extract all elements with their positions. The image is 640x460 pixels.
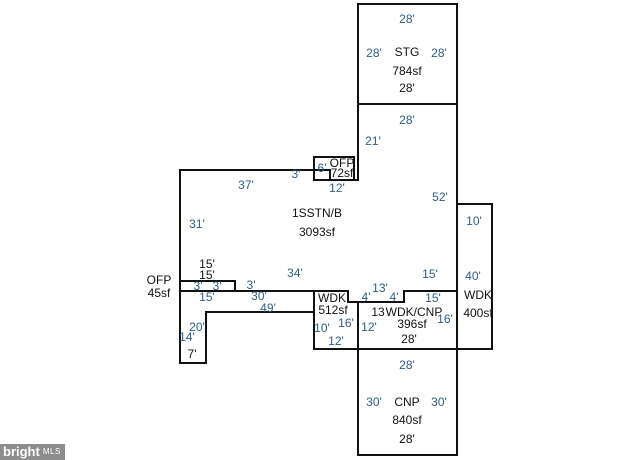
cnp-outline <box>357 348 458 456</box>
ofp-left-area: 45sf <box>148 286 171 300</box>
main-outline <box>179 103 458 303</box>
dim-3-a: 3' <box>194 279 203 293</box>
wdk-mid-area: 512sf <box>318 303 348 317</box>
dim-10-right: 10' <box>466 214 482 228</box>
cnp-right-dim: 30' <box>431 395 447 409</box>
dim-3-c: 3' <box>247 278 256 292</box>
dim-12-b: 12' <box>361 320 377 334</box>
main-top-dim: 28' <box>399 113 415 127</box>
main-area: 3093sf <box>299 225 336 239</box>
watermark-brand: bright <box>3 444 40 459</box>
brand-watermark: bright MLS <box>0 444 65 460</box>
stg-area: 784sf <box>392 64 422 78</box>
ofp-top-outline <box>313 156 355 181</box>
ofp-top-name: OFP <box>330 156 355 170</box>
stg-name: STG <box>395 45 420 59</box>
wdk-right-area: 400sf <box>463 306 493 320</box>
dim-30: 30' <box>251 289 267 303</box>
dim-14: 14' <box>179 330 195 344</box>
dim-16-b: 16' <box>437 312 453 326</box>
cnp-name: CNP <box>394 395 419 409</box>
dim-4-a: 4' <box>362 290 371 304</box>
cnp-top-dim: 28' <box>399 358 415 372</box>
stg-left-dim: 28' <box>366 46 382 60</box>
dim-15-e: 15' <box>425 291 441 305</box>
dim-21: 21' <box>365 134 381 148</box>
stg-top-dim: 28' <box>399 12 415 26</box>
dim-7: 7' <box>188 347 197 361</box>
wdk-right-name: WDK <box>464 288 492 302</box>
dim-34: 34' <box>287 266 303 280</box>
dim-13-a: 13' <box>372 281 388 295</box>
stg-bottom-dim: 28' <box>399 81 415 95</box>
dim-12-mid: 12' <box>328 334 344 348</box>
dim-40: 40' <box>465 269 481 283</box>
dim-4-b: 4' <box>390 290 399 304</box>
dim-15-right-main: 15' <box>422 267 438 281</box>
ofp-left-name: OFP <box>147 273 172 287</box>
dim-15-a: 15' <box>199 257 215 271</box>
cnp-left-dim: 30' <box>366 395 382 409</box>
dim-16-a: 16' <box>338 316 354 330</box>
dim-3-top: 3' <box>292 167 301 181</box>
dim-49: 49' <box>260 301 276 315</box>
cnp-bottom-dim: 28' <box>399 432 415 446</box>
dim-37: 37' <box>238 178 254 192</box>
dim-13-b: 13 <box>371 305 385 319</box>
dim-28-b: 28' <box>401 332 417 346</box>
dim-12-top: 12' <box>329 181 345 195</box>
watermark-sub: MLS <box>42 447 61 456</box>
dim-10-mid: 10' <box>314 321 330 335</box>
dim-52: 52' <box>432 190 448 204</box>
dim-6: 6' <box>318 161 327 175</box>
dim-15-c: 15' <box>199 290 215 304</box>
wdk-right-outline <box>456 203 493 350</box>
wdk-mid-name: WDK <box>318 291 346 305</box>
wdk-cnp-area: 396sf <box>397 317 427 331</box>
dim-3-b: 3' <box>213 279 222 293</box>
stg-right-dim: 28' <box>431 46 447 60</box>
dim-31: 31' <box>189 217 205 231</box>
ofp-top-area: 72sf <box>331 166 354 180</box>
cnp-area: 840sf <box>392 413 422 427</box>
dim-20: 20' <box>189 320 205 334</box>
wdk-cnp-name: WDK/CNP <box>386 305 443 319</box>
dim-15-b: 15' <box>199 268 215 282</box>
main-name: 1SSTN/B <box>292 206 342 220</box>
